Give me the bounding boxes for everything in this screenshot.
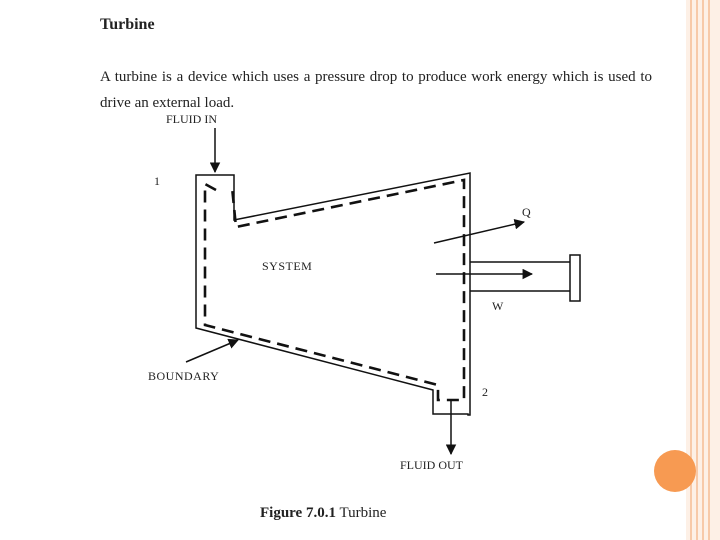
system-label: SYSTEM	[262, 259, 312, 273]
heat-arrow	[433, 219, 526, 244]
accent-circle	[654, 450, 696, 492]
figure-caption-text: Turbine	[339, 505, 387, 521]
state-2-label: 2	[482, 385, 488, 399]
slide-border-decoration	[686, 0, 720, 540]
boundary-label: BOUNDARY	[148, 369, 219, 383]
slide-title: Turbine	[100, 16, 155, 33]
figure-caption: Figure 7.0.1 Turbine	[260, 505, 386, 522]
figure-number: Figure 7.0.1	[260, 505, 336, 521]
boundary-pointer-arrow	[185, 338, 239, 363]
system-boundary-dashed	[203, 178, 466, 402]
work-label: W	[492, 299, 504, 313]
fluid-out-label: FLUID OUT	[400, 458, 464, 472]
load-disk	[569, 254, 581, 302]
heat-label: Q	[522, 205, 531, 219]
slide-paragraph: A turbine is a device which uses a press…	[100, 69, 652, 111]
state-1-label: 1	[154, 174, 160, 188]
turbine-outline	[195, 172, 471, 416]
fluid-in-label: FLUID IN	[166, 112, 217, 126]
